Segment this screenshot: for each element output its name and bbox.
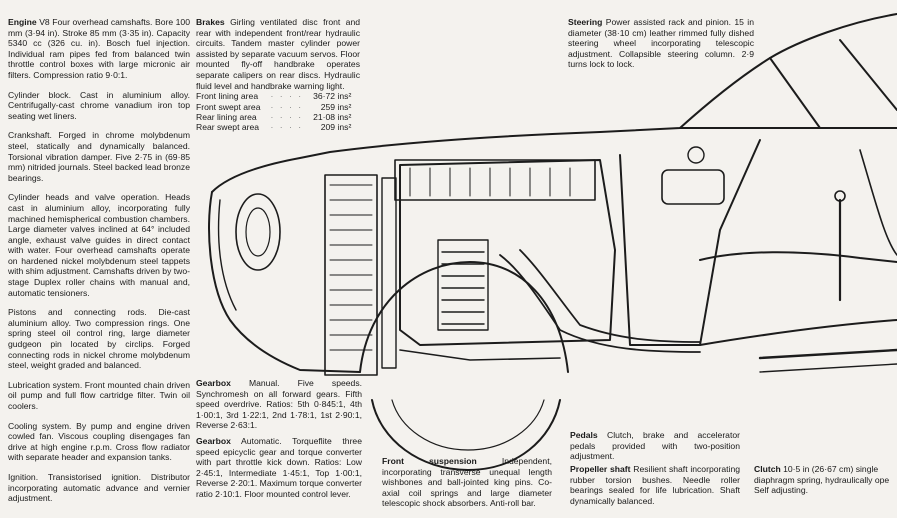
area-leader: · · · · — [270, 91, 304, 102]
gearbox-manual-text: Manual. Five speeds. Synchromesh on all … — [196, 378, 363, 431]
gearbox-casing-lower — [699, 319, 897, 346]
gearbox-manual-heading: Gearbox — [196, 378, 231, 388]
nose-outline — [208, 191, 361, 373]
gearbox-auto-paragraph: Gearbox Automatic. Torqueflite three spe… — [196, 436, 362, 500]
seat-outline — [859, 149, 897, 256]
brakes-paragraph: Brakes Girling ventilated disc front and… — [196, 17, 360, 91]
clutch-heading: Clutch — [754, 464, 781, 474]
clutch-block: Clutch 10·5 in (26·67 cm) single diaphra… — [754, 464, 897, 505]
engine-heading: Engine — [8, 17, 37, 27]
propeller-shaft-text: Resilient shaft incorporating rubber tor… — [570, 464, 740, 506]
steering-heading: Steering — [568, 17, 603, 27]
cam-cover-ribs — [409, 167, 571, 197]
pistons-paragraph: Pistons and connecting rods. Die-cast al… — [8, 307, 190, 371]
pedals-paragraph: Pedals Clutch, brake and accelerator ped… — [570, 430, 740, 462]
cylinder-heads-paragraph: Cylinder heads and valve operation. Head… — [8, 192, 190, 298]
fan-shroud — [381, 177, 397, 369]
propeller-shaft-heading: Propeller shaft — [570, 464, 631, 474]
headlamp — [235, 193, 281, 271]
gearbox-manual-block: Gearbox Manual. Five speeds. Synchromesh… — [196, 378, 362, 440]
radiator-fins — [329, 184, 373, 351]
filler-cap — [687, 146, 705, 164]
oil-cooler — [437, 239, 489, 331]
propeller-shaft — [758, 348, 897, 360]
area-leader: · · · · — [270, 111, 304, 122]
table-row: Front lining area · · · · 36·72 ins² — [196, 91, 351, 101]
cam-cover — [394, 159, 596, 201]
area-leader: · · · · — [270, 101, 304, 112]
brakes-text: Girling ventilated disc front and rear w… — [196, 17, 361, 91]
headlamp-inner — [245, 207, 271, 257]
clutch-paragraph: Clutch 10·5 in (26·67 cm) single diaphra… — [754, 464, 897, 496]
area-value: 259 ins² — [320, 101, 352, 112]
area-label: Front lining area — [196, 91, 259, 102]
engine-block — [399, 159, 616, 346]
area-value: 21·08 ins² — [313, 111, 352, 122]
propeller-shaft-paragraph: Propeller shaft Resilient shaft incorpor… — [570, 464, 740, 506]
pedals-block: Pedals Clutch, brake and accelerator ped… — [570, 430, 740, 471]
front-suspension-text: Independent, incorporating transverse un… — [382, 456, 552, 509]
front-suspension-paragraph: Front suspension Independent, incorporat… — [382, 456, 552, 509]
pedals-heading: Pedals — [570, 430, 598, 440]
area-label: Rear swept area — [196, 122, 260, 133]
front-wheel — [371, 399, 561, 471]
table-row: Rear swept area · · · · 209 ins² — [196, 122, 351, 132]
area-value: 36·72 ins² — [313, 91, 352, 102]
front-suspension-heading: Front suspension — [382, 456, 477, 466]
gearbox-auto-block: Gearbox Automatic. Torqueflite three spe… — [196, 436, 362, 509]
wishbone — [399, 349, 561, 361]
front-suspension-block: Front suspension Independent, incorporat… — [382, 456, 552, 518]
propeller-shaft-lower — [759, 363, 897, 373]
clutch-text: 10·5 in (26·67 cm) single diaphragm spri… — [754, 464, 890, 496]
lubrication-paragraph: Lubrication system. Front mounted chain … — [8, 379, 190, 411]
gearbox-auto-heading: Gearbox — [196, 436, 231, 446]
exhaust-pipe — [519, 249, 701, 343]
area-label: Rear lining area — [196, 111, 257, 122]
bonnet-outline — [211, 13, 897, 193]
cylinder-block-paragraph: Cylinder block. Cast in aluminium alloy.… — [8, 89, 190, 121]
propeller-shaft-block: Propeller shaft Resilient shaft incorpor… — [570, 464, 740, 515]
engine-spec-block: Engine V8 Four overhead camshafts. Bore … — [8, 17, 190, 513]
front-grille — [217, 199, 237, 311]
steering-text: Power assisted rack and pinion. 15 in di… — [568, 17, 755, 70]
pedals-text: Clutch, brake and accelerator pedals pro… — [570, 430, 740, 462]
wheel-arch — [359, 261, 569, 373]
gearbox-casing — [699, 251, 897, 263]
brake-areas-table: Front lining area · · · · 36·72 ins² Front… — [196, 91, 351, 133]
table-row: Front swept area · · · · 259 ins² — [196, 102, 351, 112]
cooling-paragraph: Cooling system. By pump and engine drive… — [8, 420, 190, 463]
engine-paragraph: Engine V8 Four overhead camshafts. Bore … — [8, 17, 190, 81]
tyre-inner — [391, 399, 545, 451]
gearbox-auto-text: Automatic. Torqueflite three speed epicy… — [196, 436, 362, 499]
gearbox-manual-paragraph: Gearbox Manual. Five speeds. Synchromesh… — [196, 378, 362, 431]
area-leader: · · · · — [270, 122, 304, 133]
radiator — [324, 174, 378, 376]
steering-spec-block: Steering Power assisted rack and pinion.… — [568, 17, 754, 79]
steering-paragraph: Steering Power assisted rack and pinion.… — [568, 17, 754, 70]
gear-knob — [834, 190, 846, 202]
crankshaft-paragraph: Crankshaft. Forged in chrome molybdenum … — [8, 130, 190, 183]
area-label: Front swept area — [196, 101, 261, 112]
air-filter — [661, 169, 725, 205]
area-value: 209 ins² — [320, 122, 352, 133]
exhaust-pipe — [499, 254, 701, 353]
ignition-paragraph: Ignition. Transistorised ignition. Distr… — [8, 471, 190, 504]
windscreen-frame — [769, 39, 897, 129]
table-row: Rear lining area · · · · 21·08 ins² — [196, 112, 351, 122]
brakes-heading: Brakes — [196, 17, 225, 27]
brakes-spec-block: Brakes Girling ventilated disc front and… — [196, 17, 360, 133]
engine-text: V8 Four overhead camshafts. Bore 100 mm … — [8, 17, 190, 80]
